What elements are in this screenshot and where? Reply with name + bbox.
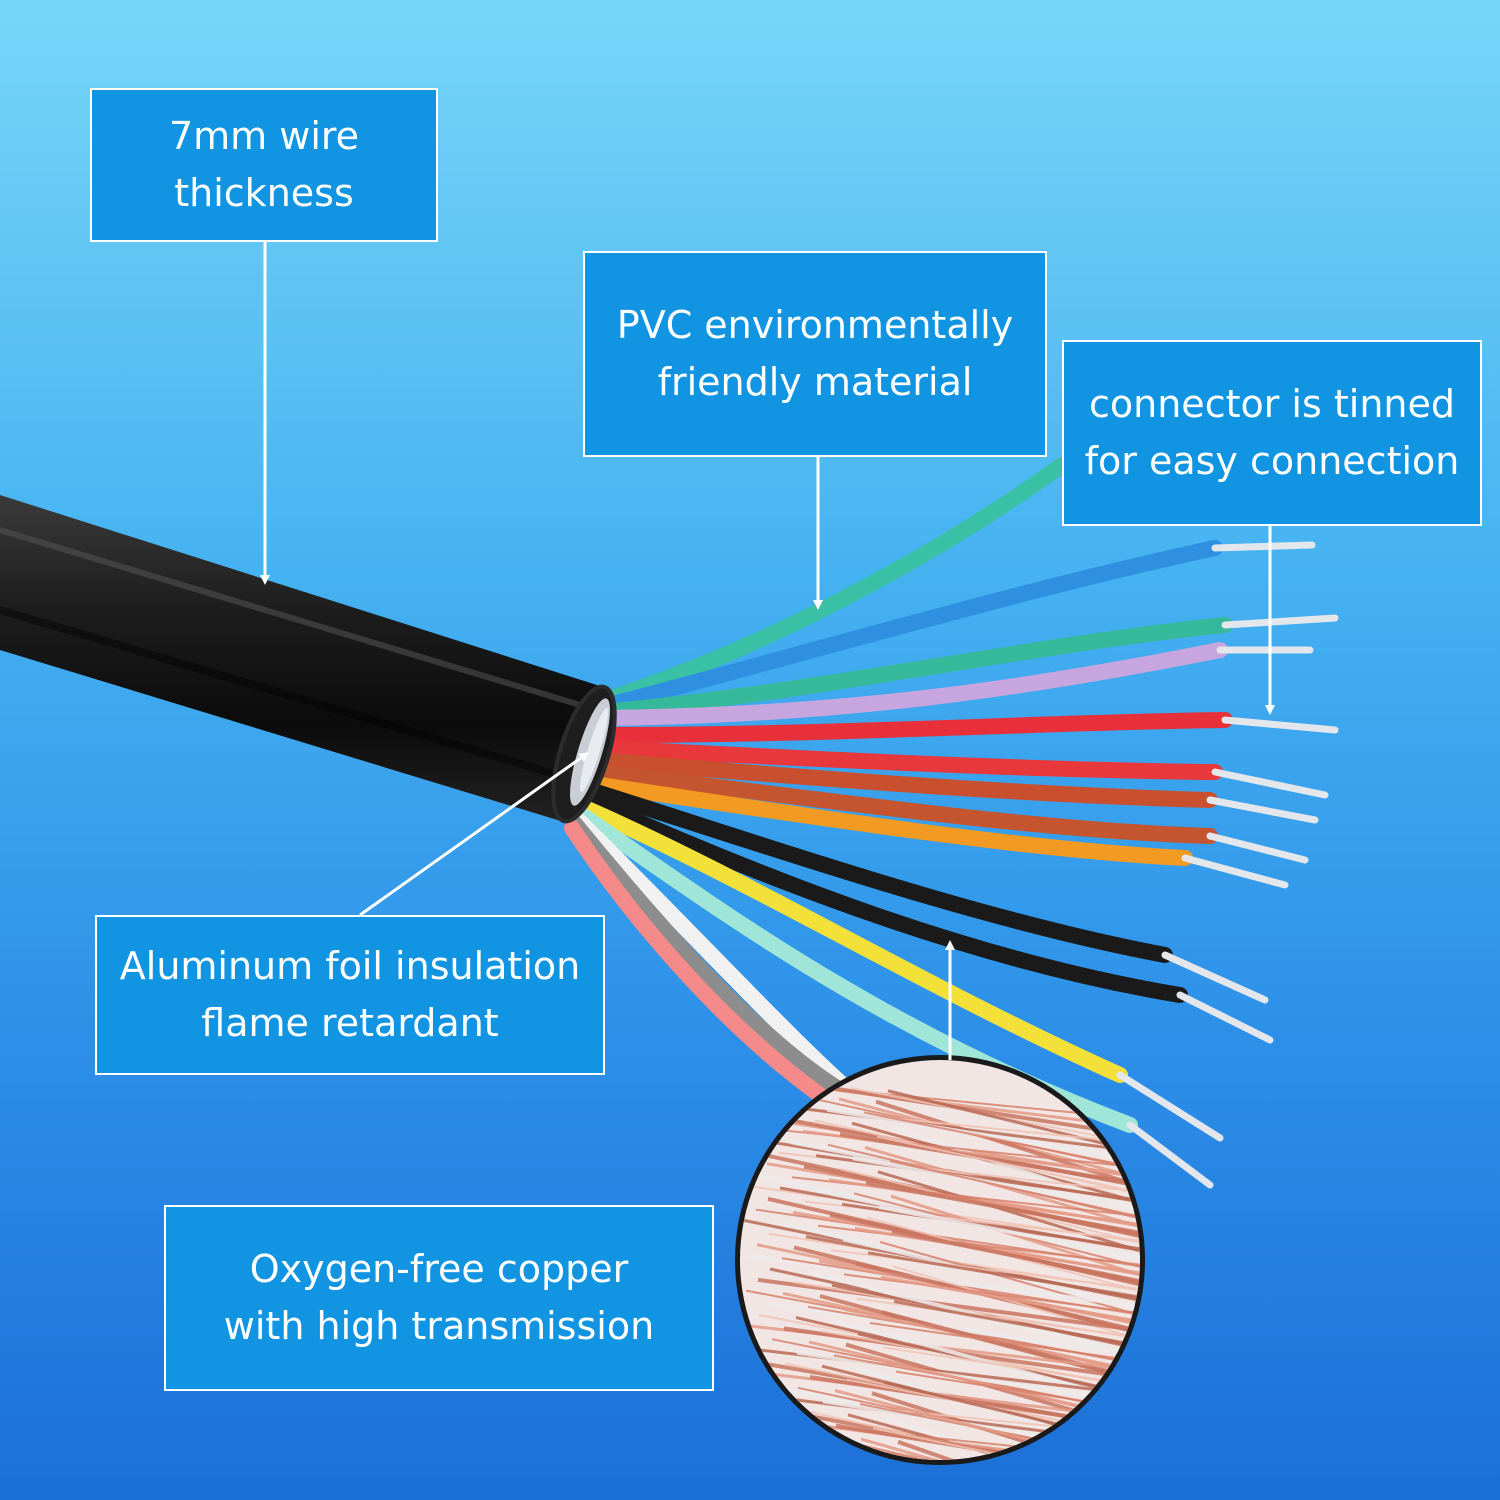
colored-wires (564, 457, 1339, 1189)
tinned-wire-tip (1206, 832, 1309, 864)
copper-strand (890, 1194, 1140, 1280)
wire (592, 740, 1223, 780)
copper-strand (893, 1299, 1140, 1349)
wire (580, 792, 1188, 1003)
wire (586, 776, 1193, 866)
callout-oxygen-free-copper-line2: with high transmission (223, 1304, 655, 1348)
wire (597, 642, 1228, 726)
wire (597, 712, 1233, 743)
callout-tinned-connector-line1: connector is tinned (1089, 382, 1455, 426)
copper-strand (841, 1202, 1140, 1252)
copper-strands-magnifier (735, 1055, 1145, 1465)
tinned-wire-tip (1116, 1071, 1224, 1142)
callout-aluminum-foil-line1: Aluminum foil insulation (119, 944, 581, 988)
callout-aluminum-foil-line2: flame retardant (201, 1001, 499, 1045)
wire (597, 540, 1223, 714)
callout-wire-thickness-line2: thickness (174, 171, 354, 215)
wire (582, 782, 1173, 963)
tinned-wire-tip (1211, 541, 1316, 552)
copper-strand (892, 1265, 1140, 1344)
callout-oxygen-free-copper: Oxygen-free copper with high transmissio… (164, 1205, 714, 1391)
callout-aluminum-foil: Aluminum foil insulation flame retardant (95, 915, 605, 1075)
copper-strand (863, 1111, 1140, 1172)
copper-strand (871, 1391, 1140, 1460)
copper-strand (869, 1322, 1140, 1364)
callout-pvc-material-line1: PVC environmentally (616, 303, 1014, 347)
copper-strand (826, 1107, 1140, 1164)
tinned-wire-tip (1176, 991, 1274, 1044)
wire (567, 816, 848, 1098)
copper-strand (823, 1435, 1140, 1460)
copper-strand (875, 1099, 1140, 1192)
copper-strand (757, 1277, 1140, 1334)
arrow-aluminum (359, 752, 590, 917)
copper-strand (881, 1310, 1140, 1385)
copper-strand (888, 1124, 1140, 1216)
copper-strand (865, 1180, 1140, 1237)
callout-tinned-connector: connector is tinned for easy connection (1062, 340, 1482, 526)
wire (564, 820, 828, 1103)
tinned-wire-tip (1221, 716, 1339, 734)
copper-strand (835, 1423, 1140, 1460)
copper-strand (897, 1439, 1140, 1460)
wire (597, 457, 1070, 708)
callout-pvc-material-line2: friendly material (657, 360, 973, 404)
copper-strand (843, 1273, 1140, 1316)
copper-strand (884, 1415, 1140, 1460)
copper-strand (856, 1297, 1140, 1340)
wire (577, 800, 1128, 1083)
tinned-wire-tip (1206, 796, 1319, 824)
tinned-wire-tip (1181, 854, 1289, 889)
copper-strand (878, 1204, 1140, 1261)
tinned-wire-tip (1161, 951, 1269, 1004)
copper-strand (864, 1146, 1140, 1231)
callout-wire-thickness: 7mm wire thickness (90, 88, 438, 242)
cable-jacket (0, 495, 617, 824)
copper-strand (889, 1160, 1140, 1220)
wire (590, 752, 1218, 808)
callout-oxygen-free-copper-line1: Oxygen-free copper (249, 1247, 629, 1291)
tinned-wire-tip (1211, 768, 1329, 799)
callout-wire-thickness-line1: 7mm wire (168, 114, 360, 158)
callout-tinned-connector-line2: for easy connection (1084, 439, 1460, 483)
wire (597, 617, 1233, 720)
copper-strand (852, 1156, 1140, 1213)
copper-strand (879, 1241, 1140, 1319)
copper-strand (839, 1132, 1140, 1188)
wire (588, 764, 1218, 844)
copper-strand (877, 1170, 1140, 1256)
callout-pvc-material: PVC environmentally friendly material (583, 251, 1047, 457)
tinned-wire-tip (1221, 614, 1339, 629)
copper-strand (891, 1229, 1140, 1286)
copper-strand (876, 1135, 1140, 1196)
copper-strand (860, 1437, 1140, 1460)
copper-strand (896, 1405, 1140, 1460)
copper-strand (770, 1302, 1140, 1359)
callout-arrows (260, 242, 1275, 1060)
copper-strand (867, 1251, 1140, 1301)
copper-strand (880, 1275, 1140, 1325)
tinned-wire-tip (1126, 1121, 1214, 1189)
